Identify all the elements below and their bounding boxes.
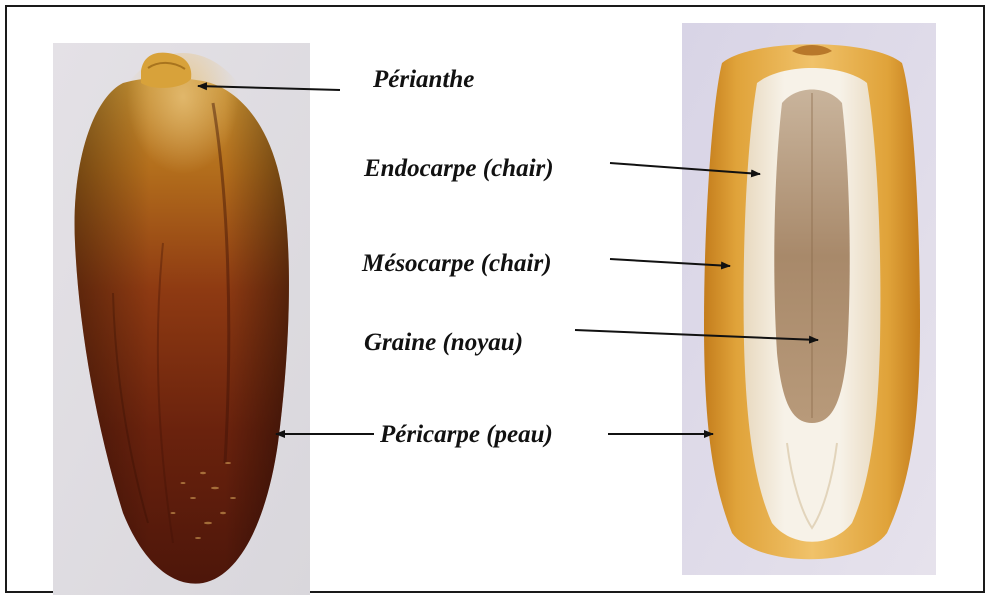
label-perianthe: Périanthe: [373, 67, 474, 92]
label-endocarpe: Endocarpe (chair): [364, 156, 554, 181]
whole-date-photo: [53, 43, 310, 595]
label-mesocarpe: Mésocarpe (chair): [362, 251, 552, 276]
label-pericarpe: Péricarpe (peau): [380, 422, 553, 447]
sectioned-date-photo: [682, 23, 936, 575]
label-graine: Graine (noyau): [364, 330, 523, 355]
